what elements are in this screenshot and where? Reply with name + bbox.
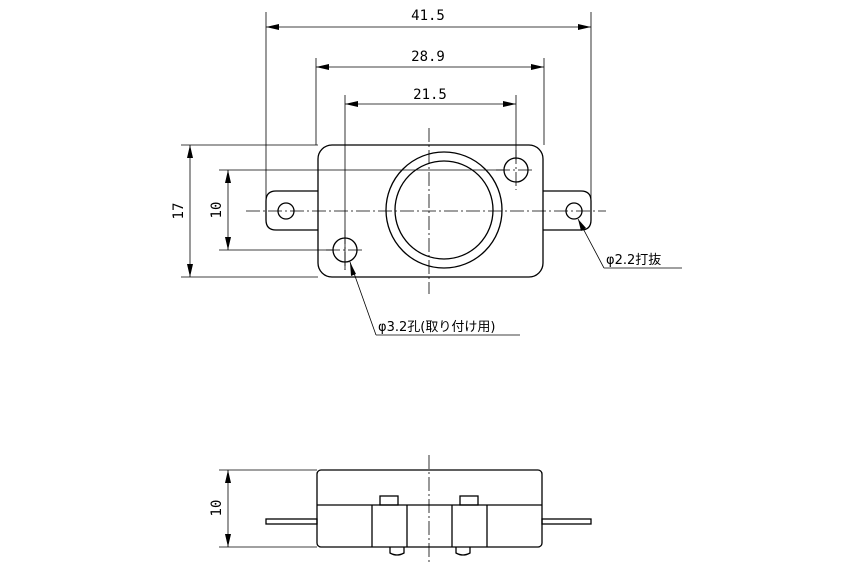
left-tab bbox=[265, 190, 318, 231]
dimension-text-21-5: 21.5 bbox=[413, 87, 447, 103]
side-boss-right bbox=[459, 495, 479, 506]
dimension-10-side: 10 bbox=[209, 469, 317, 548]
side-boss-left bbox=[379, 495, 399, 506]
side-foot-left bbox=[389, 547, 405, 556]
leader-mount-hole: φ3.2孔(取り付け用) bbox=[349, 261, 520, 336]
right-tab bbox=[543, 190, 592, 231]
dimension-17: 17 bbox=[171, 144, 318, 278]
side-flange-right bbox=[541, 518, 592, 525]
mount-hole-note: φ3.2孔(取り付け用) bbox=[378, 320, 495, 335]
dimension-10-top: 10 bbox=[209, 169, 504, 251]
dimension-41-5: 41.5 bbox=[265, 8, 592, 211]
side-flange-left bbox=[265, 518, 318, 525]
dimension-text-10-side: 10 bbox=[209, 500, 225, 517]
dimension-text-28-9: 28.9 bbox=[411, 49, 445, 65]
window-inner-circle bbox=[394, 160, 494, 260]
dimension-28-9: 28.9 bbox=[315, 49, 545, 145]
dimension-text-41-5: 41.5 bbox=[411, 8, 445, 24]
window-outer-circle bbox=[385, 151, 503, 269]
side-body-outline bbox=[316, 469, 543, 548]
side-foot-right bbox=[455, 547, 471, 556]
punch-hole-note: φ2.2打抜 bbox=[606, 252, 661, 268]
dimension-21-5: 21.5 bbox=[344, 87, 517, 270]
dimension-text-10-top: 10 bbox=[209, 202, 225, 219]
leader-punch-hole: φ2.2打抜 bbox=[577, 218, 682, 269]
side-view bbox=[265, 455, 592, 565]
top-view bbox=[246, 128, 606, 294]
dimension-text-17: 17 bbox=[171, 203, 187, 220]
